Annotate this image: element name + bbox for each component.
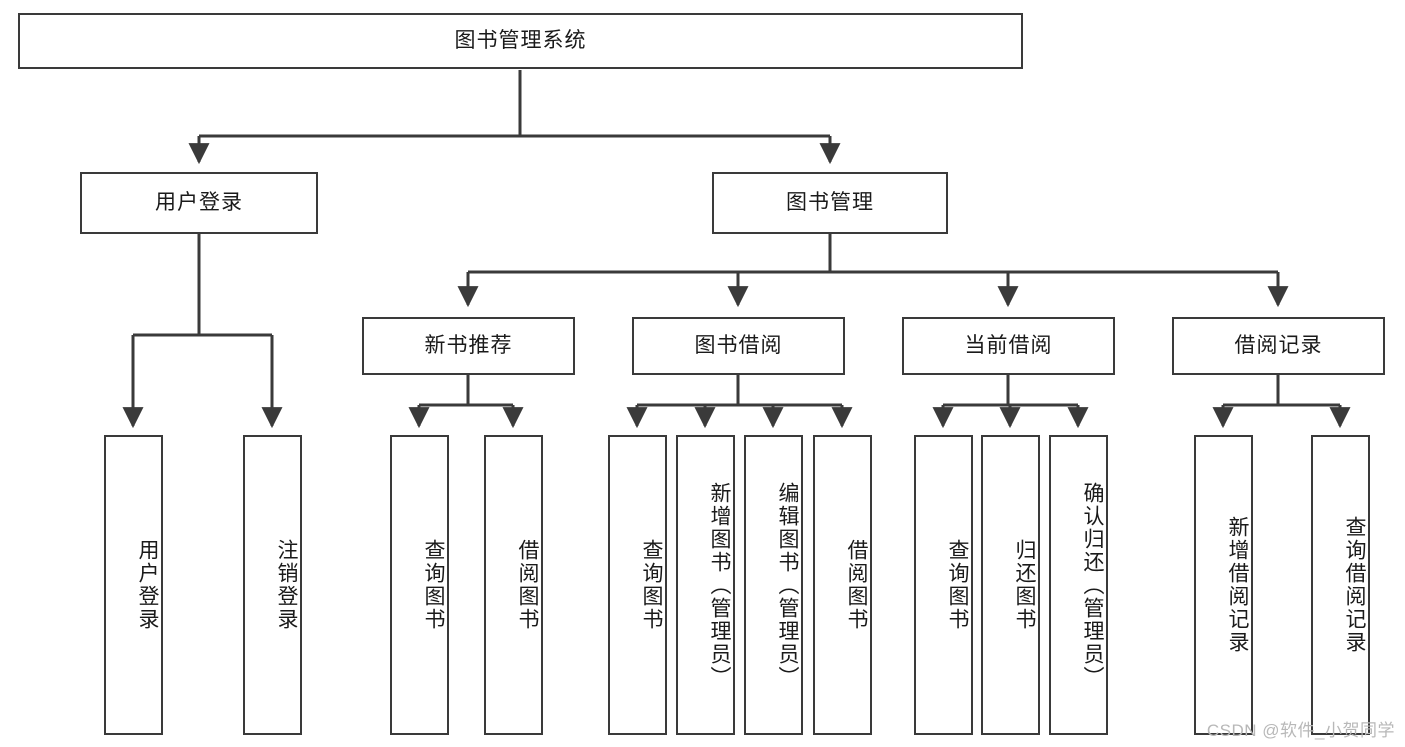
node-leaf-borrow-book-2[interactable]: 借阅图书 [813,435,872,735]
node-leaf-confirm-return-label: 确认归还（管理员） [1081,481,1104,689]
node-leaf-add-record[interactable]: 新增借阅记录 [1194,435,1253,735]
node-leaf-borrow-book-2-label: 借阅图书 [845,539,868,631]
node-current-borrow-label: 当前借阅 [964,333,1053,357]
node-book-management-label: 图书管理 [786,190,874,214]
node-current-borrow[interactable]: 当前借阅 [902,317,1115,375]
node-leaf-user-login-label: 用户登录 [136,539,159,631]
node-leaf-query-book-3[interactable]: 查询图书 [914,435,973,735]
node-leaf-borrow-book-1[interactable]: 借阅图书 [484,435,543,735]
node-book-borrow-label: 图书借阅 [694,333,783,357]
node-leaf-add-book[interactable]: 新增图书（管理员） [676,435,735,735]
node-leaf-query-book-3-label: 查询图书 [946,539,969,631]
node-book-borrow[interactable]: 图书借阅 [632,317,845,375]
node-leaf-edit-book[interactable]: 编辑图书（管理员） [744,435,803,735]
node-leaf-return-book-label: 归还图书 [1013,539,1036,631]
node-new-book-recommend[interactable]: 新书推荐 [362,317,575,375]
node-leaf-user-login[interactable]: 用户登录 [104,435,163,735]
node-leaf-confirm-return[interactable]: 确认归还（管理员） [1049,435,1108,735]
node-book-management[interactable]: 图书管理 [712,172,948,234]
node-leaf-query-book-2[interactable]: 查询图书 [608,435,667,735]
node-borrow-record-label: 借阅记录 [1234,333,1323,357]
node-leaf-return-book[interactable]: 归还图书 [981,435,1040,735]
node-root[interactable]: 图书管理系统 [18,13,1023,69]
node-leaf-query-book-1-label: 查询图书 [422,539,445,631]
node-leaf-add-book-label: 新增图书（管理员） [708,481,731,689]
node-leaf-query-record-label: 查询借阅记录 [1343,516,1366,654]
node-user-login-label: 用户登录 [155,190,243,214]
node-root-label: 图书管理系统 [454,28,587,52]
node-leaf-query-book-1[interactable]: 查询图书 [390,435,449,735]
node-leaf-edit-book-label: 编辑图书（管理员） [776,481,799,689]
node-leaf-borrow-book-1-label: 借阅图书 [516,539,539,631]
node-leaf-query-book-2-label: 查询图书 [640,539,663,631]
node-leaf-query-record[interactable]: 查询借阅记录 [1311,435,1370,735]
node-leaf-add-record-label: 新增借阅记录 [1226,516,1249,654]
node-leaf-user-logout-label: 注销登录 [275,539,298,631]
node-new-book-recommend-label: 新书推荐 [424,333,513,357]
node-leaf-user-logout[interactable]: 注销登录 [243,435,302,735]
node-borrow-record[interactable]: 借阅记录 [1172,317,1385,375]
node-user-login[interactable]: 用户登录 [80,172,318,234]
